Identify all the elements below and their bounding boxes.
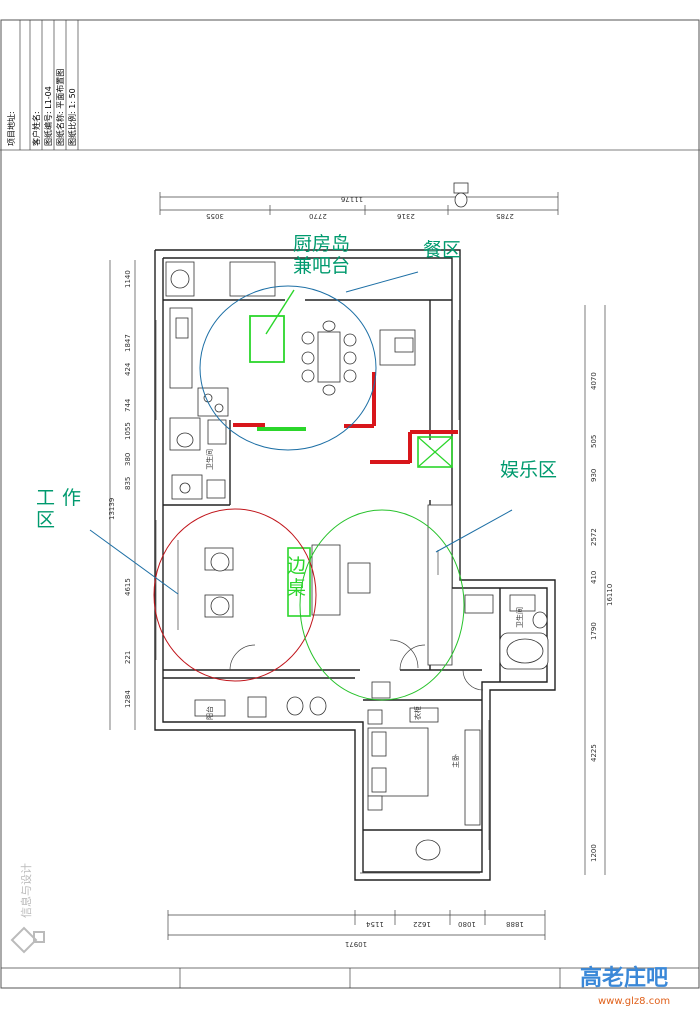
dim-left-seg-9: 221	[124, 651, 132, 664]
island-leader-line	[265, 289, 295, 335]
annotations: 厨房岛 兼吧台 餐区 娱乐区 工 作 区 边 桌	[36, 233, 557, 599]
right-logo-watermark: 高老庄吧 www.glz8.com	[580, 965, 670, 1007]
bottom-title-strip	[1, 967, 699, 988]
label-work-1: 工	[36, 487, 55, 509]
dim-right-seg-1: 4070	[590, 372, 598, 390]
dim-top-total: 11176	[340, 195, 363, 203]
label-work-2: 作	[62, 487, 81, 509]
dim-top-seg-3: 2316	[397, 212, 415, 220]
red-highlights	[233, 372, 458, 464]
room-label-balcony: 阳台	[205, 706, 214, 720]
dim-right-seg-3: 930	[590, 469, 598, 482]
dim-bottom-seg-2: 1622	[413, 920, 431, 928]
drawing-border	[0, 19, 700, 989]
dim-left-seg-8: 4615	[124, 578, 132, 596]
dim-top-seg-2: 2770	[309, 212, 327, 220]
dim-top-seg-1: 3055	[206, 212, 224, 220]
label-work-3: 区	[36, 509, 55, 531]
bottom-dimension: 1154 1622 1080 1888 10971	[167, 910, 546, 948]
dim-left-total: 13139	[108, 498, 116, 520]
dim-right-seg-4: 2572	[590, 528, 598, 546]
label-side-table-2: 桌	[287, 577, 306, 599]
dim-left-seg-7: 835	[124, 477, 132, 490]
dining-zone-circle	[199, 285, 377, 451]
label-kitchen-island-line2: 兼吧台	[293, 255, 350, 277]
walls	[154, 249, 556, 881]
title-line-client: 客户姓名:	[31, 111, 41, 146]
dim-bottom-total: 10971	[345, 940, 367, 948]
entertainment-zone-circle	[299, 509, 465, 701]
title-line-address: 项目地址:	[6, 111, 16, 146]
work-zone-circle	[153, 508, 317, 682]
work-leader-line	[89, 529, 179, 595]
dim-top-seg-4: 2785	[496, 212, 514, 220]
right-logo-url: www.glz8.com	[598, 996, 670, 1007]
label-entertainment: 娱乐区	[500, 459, 557, 481]
dim-left-seg-3: 424	[124, 362, 132, 376]
room-label-wardrobe: 衣柜	[413, 706, 422, 720]
label-dining: 餐区	[423, 239, 461, 261]
left-logo-watermark: 信息与设计	[10, 863, 45, 954]
dim-left-seg-10: 1284	[124, 690, 132, 708]
label-kitchen-island-line1: 厨房岛	[293, 233, 350, 255]
dining-leader-line	[345, 271, 419, 293]
room-label-bath1: 卫生间	[205, 449, 214, 470]
dim-bottom-seg-4: 1888	[506, 920, 524, 928]
dim-right-total: 16110	[606, 584, 614, 606]
room-label-bath2: 卫生间	[515, 607, 524, 628]
dim-right-seg-7: 4225	[590, 744, 598, 762]
dim-left-seg-2: 1847	[124, 334, 132, 352]
left-logo-text: 信息与设计	[19, 863, 33, 918]
title-line-name: 图纸名称: 平面布置图	[55, 69, 65, 146]
green-highlights	[249, 315, 453, 617]
entertainment-leader-line	[435, 509, 513, 553]
dim-bottom-seg-3: 1080	[458, 920, 476, 928]
dim-left-seg-5: 1055	[124, 422, 132, 440]
title-block: 项目地址: 客户姓名: 图纸编号: L1-04 图纸名称: 平面布置图 图纸比例…	[6, 20, 79, 150]
dim-left-seg-4: 744	[124, 398, 132, 412]
room-label-bedroom: 主卧	[451, 754, 460, 768]
dim-left-seg-1: 1140	[124, 270, 132, 288]
left-dimension: 13139 1140 1847 424 744 1055 380 835 461…	[108, 260, 136, 730]
right-logo-text: 高老庄吧	[580, 965, 668, 991]
top-dimension: 11176 3055 2770 2316 2785	[159, 192, 559, 220]
dim-right-seg-5: 410	[590, 571, 598, 584]
label-side-table-1: 边	[287, 555, 306, 577]
furniture	[165, 182, 549, 861]
right-dimension: 4070 505 930 2572 410 1790 4225 1200 161…	[584, 305, 614, 875]
dim-right-seg-2: 505	[590, 435, 598, 448]
dim-left-seg-6: 380	[124, 453, 132, 466]
title-line-number: 图纸编号: L1-04	[43, 86, 53, 146]
dim-right-seg-8: 1200	[590, 844, 598, 862]
room-labels: 卫生间 卫生间 阳台 主卧 衣柜	[205, 449, 524, 768]
dim-right-seg-6: 1790	[590, 622, 598, 640]
title-line-scale: 图纸比例: 1: 50	[67, 88, 77, 146]
dim-bottom-seg-1: 1154	[366, 920, 384, 928]
